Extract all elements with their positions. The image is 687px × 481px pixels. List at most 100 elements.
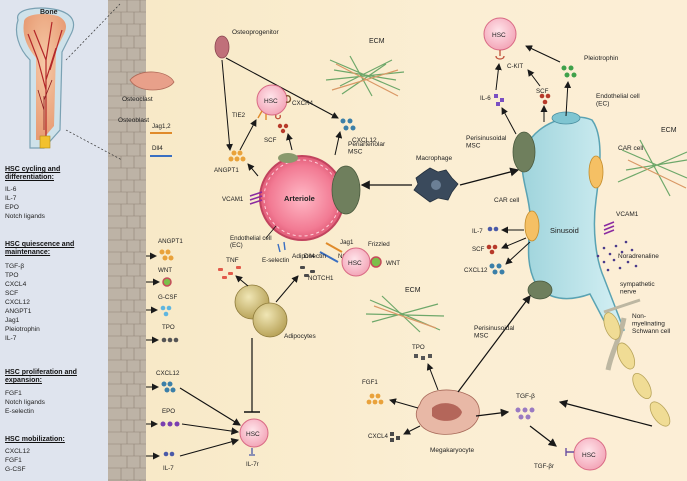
label-car-cell-left: CAR cell xyxy=(494,197,520,204)
label-tnf: TNF xyxy=(226,257,239,264)
osteoprogenitor-cell xyxy=(214,35,230,59)
label-car-cell-top: CAR cell xyxy=(618,145,644,152)
label-jag12: Jag1,2 xyxy=(152,123,171,130)
scf-dots xyxy=(486,244,498,255)
zoom-line xyxy=(65,3,121,61)
section-item: IL-7 xyxy=(5,195,17,202)
arrow xyxy=(501,107,517,135)
perisinusoidal-msc xyxy=(527,280,553,300)
nerve-branch xyxy=(603,298,641,314)
section-item: IL-6 xyxy=(5,186,17,193)
wnt-molecule xyxy=(162,277,172,287)
adiponectin-molecules xyxy=(300,266,315,277)
arrow xyxy=(334,131,343,156)
label-megakaryocyte: Megakaryocyte xyxy=(430,447,474,454)
cxcl4-dots xyxy=(390,432,400,442)
label-arteriole: Arteriole xyxy=(284,194,315,203)
arrow xyxy=(501,237,527,249)
label-wnt-left: WNT xyxy=(158,267,172,274)
label-il7r: IL-7r xyxy=(246,461,259,468)
section-item: FGF1 xyxy=(5,390,22,397)
arrow xyxy=(179,387,241,426)
cxcl12-dots xyxy=(161,381,176,393)
jag1-ligand xyxy=(325,242,343,253)
zoom-line xyxy=(65,129,123,161)
scf-dots xyxy=(539,93,551,105)
label-vcam1-left: VCAM1 xyxy=(222,196,244,203)
sympathetic-nerve xyxy=(605,317,627,371)
section-item: Pleiotrophin xyxy=(5,326,40,333)
section-header-quiescence: HSC quiescence and maintenance: xyxy=(5,241,75,257)
perisinusoidal-msc xyxy=(512,131,536,173)
arrow xyxy=(181,423,240,435)
noradrenaline-dots xyxy=(596,240,638,272)
hsc-cell xyxy=(239,418,269,448)
label-noradrenaline: Noradrenaline xyxy=(618,253,659,260)
label-ec-left: Endothelial cell(EC) xyxy=(230,235,272,249)
arrow xyxy=(389,398,419,409)
ecm-fibers xyxy=(325,55,687,333)
label-cxcl12-mid: CXCL12 xyxy=(352,137,377,144)
angpt1-dots xyxy=(159,249,174,261)
tgfbr-receptor xyxy=(565,448,574,456)
bone-wall-bricks xyxy=(108,0,146,481)
arrow xyxy=(247,163,259,177)
arrow xyxy=(239,119,257,151)
label-macrophage: Macrophage xyxy=(416,155,453,162)
section-item: CXCL12 xyxy=(5,299,30,306)
section-header-cycling: HSC cycling and differentiation: xyxy=(5,166,61,182)
megakaryocyte-nucleus xyxy=(432,403,462,421)
osteoclast-cell xyxy=(129,71,175,91)
ckit-receptor xyxy=(275,114,281,120)
section-item: Jag1 xyxy=(5,317,20,324)
label-scf-top: SCF xyxy=(264,137,277,144)
arrow xyxy=(558,399,653,427)
pericyte xyxy=(278,153,298,163)
label-tpo-mid: TPO xyxy=(412,344,425,351)
pleiotrophin-dots xyxy=(561,65,577,78)
label-fgf1-mid: FGF1 xyxy=(362,379,378,386)
bone-title: Bone xyxy=(40,9,58,16)
scf-dots xyxy=(277,123,289,134)
cxcl12-dots xyxy=(489,263,505,275)
label-adiponectin: Adiponectin xyxy=(292,253,326,260)
pointer-line xyxy=(265,225,277,239)
label-vcam1-right: VCAM1 xyxy=(616,211,639,218)
arrow xyxy=(403,425,421,435)
hsc-cell xyxy=(573,437,607,471)
label-hsc: HSC xyxy=(264,98,278,105)
arrow xyxy=(525,45,561,63)
label-il6-right: IL-6 xyxy=(480,95,491,102)
il7r-receptor xyxy=(249,448,255,456)
label-tie2: TIE2 xyxy=(232,112,246,119)
tnf-molecules xyxy=(218,266,241,279)
label-scf-right: SCF xyxy=(536,88,549,95)
label-cxcl12-right: CXCL12 xyxy=(464,267,488,274)
section-header-proliferation: HSC proliferation and expansion: xyxy=(5,369,77,385)
arrow xyxy=(221,59,233,151)
hsc-cell xyxy=(341,247,371,277)
label-tgfb: TGF-β xyxy=(516,393,535,400)
il7-dots xyxy=(163,451,175,457)
tie2-receptor xyxy=(257,110,267,120)
label-il7-left: IL-7 xyxy=(163,465,174,472)
car-cell xyxy=(524,210,540,242)
ckit-receptor xyxy=(495,50,505,60)
label-eselectin: E-selectin xyxy=(262,257,290,264)
cxcl12-dots xyxy=(340,118,356,131)
hsc-cell xyxy=(256,84,288,116)
arrow xyxy=(475,408,510,418)
arrow xyxy=(225,57,339,119)
section-item: TGF-β xyxy=(5,263,25,270)
label-wnt-mid: WNT xyxy=(386,260,400,267)
label-dll4-mid: Dll4 xyxy=(304,253,315,260)
label-scf-right2: SCF xyxy=(472,246,485,253)
tpo-dots xyxy=(414,354,432,360)
label-hsc: HSC xyxy=(492,32,506,39)
section-item: Notch ligands xyxy=(5,213,45,220)
label-osteoclast: Osteoclast xyxy=(122,96,153,103)
